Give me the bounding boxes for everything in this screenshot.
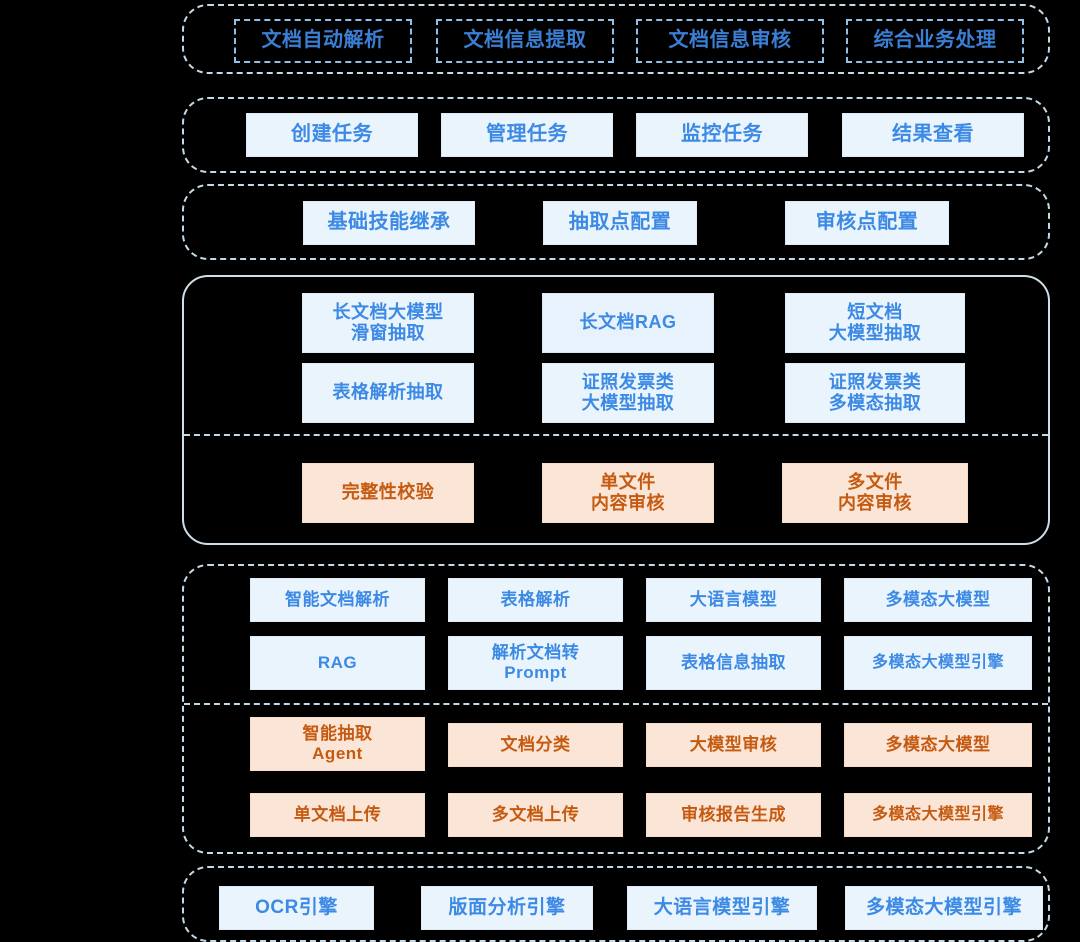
layer-capability: 长文档大模型 滑窗抽取 长文档RAG 短文档 大模型抽取 表格解析抽取 证照发票… (182, 275, 1050, 545)
node-engine-0[interactable]: OCR引擎 (219, 886, 374, 930)
node-extraction-1-0[interactable]: 表格解析抽取 (302, 363, 474, 423)
layer-scenario: 文档自动解析 文档信息提取 文档信息审核 综合业务处理 (182, 4, 1050, 74)
node-comp-blue-1-0[interactable]: RAG (250, 636, 425, 690)
node-comp-blue-1-2[interactable]: 表格信息抽取 (646, 636, 821, 690)
node-comp-orange-1-0[interactable]: 单文档上传 (250, 793, 425, 837)
layer-task: 创建任务 管理任务 监控任务 结果查看 (182, 97, 1050, 173)
node-scenario-3[interactable]: 综合业务处理 (846, 19, 1024, 63)
node-comp-orange-0-3[interactable]: 多模态大模型 (844, 723, 1032, 767)
node-task-3[interactable]: 结果查看 (842, 113, 1024, 157)
node-task-0[interactable]: 创建任务 (246, 113, 418, 157)
node-task-2[interactable]: 监控任务 (636, 113, 808, 157)
node-comp-blue-1-3[interactable]: 多模态大模型引擎 (844, 636, 1032, 690)
node-engine-2[interactable]: 大语言模型引擎 (627, 886, 817, 930)
node-comp-blue-0-2[interactable]: 大语言模型 (646, 578, 821, 622)
node-comp-blue-0-0[interactable]: 智能文档解析 (250, 578, 425, 622)
node-review-0[interactable]: 完整性校验 (302, 463, 474, 523)
node-config-1[interactable]: 抽取点配置 (543, 201, 697, 245)
node-extraction-0-1[interactable]: 长文档RAG (542, 293, 714, 353)
node-scenario-0[interactable]: 文档自动解析 (234, 19, 412, 63)
node-comp-blue-0-1[interactable]: 表格解析 (448, 578, 623, 622)
node-comp-orange-0-1[interactable]: 文档分类 (448, 723, 623, 767)
node-scenario-1[interactable]: 文档信息提取 (436, 19, 614, 63)
node-engine-1[interactable]: 版面分析引擎 (421, 886, 593, 930)
node-task-1[interactable]: 管理任务 (441, 113, 613, 157)
node-comp-orange-1-3[interactable]: 多模态大模型引擎 (844, 793, 1032, 837)
node-extraction-0-0[interactable]: 长文档大模型 滑窗抽取 (302, 293, 474, 353)
layer-engine: OCR引擎 版面分析引擎 大语言模型引擎 多模态大模型引擎 (182, 866, 1050, 942)
node-engine-3[interactable]: 多模态大模型引擎 (845, 886, 1043, 930)
component-divider (184, 703, 1048, 705)
node-comp-orange-0-0[interactable]: 智能抽取 Agent (250, 717, 425, 771)
node-extraction-1-2[interactable]: 证照发票类 多模态抽取 (785, 363, 965, 423)
layer-config: 基础技能继承 抽取点配置 审核点配置 (182, 184, 1050, 260)
node-comp-orange-0-2[interactable]: 大模型审核 (646, 723, 821, 767)
node-comp-blue-0-3[interactable]: 多模态大模型 (844, 578, 1032, 622)
node-review-2[interactable]: 多文件 内容审核 (782, 463, 968, 523)
node-extraction-1-1[interactable]: 证照发票类 大模型抽取 (542, 363, 714, 423)
layer-component: 智能文档解析 表格解析 大语言模型 多模态大模型 RAG 解析文档转 Promp… (182, 564, 1050, 854)
node-config-0[interactable]: 基础技能继承 (303, 201, 475, 245)
node-comp-orange-1-2[interactable]: 审核报告生成 (646, 793, 821, 837)
node-scenario-2[interactable]: 文档信息审核 (636, 19, 824, 63)
node-comp-orange-1-1[interactable]: 多文档上传 (448, 793, 623, 837)
node-config-2[interactable]: 审核点配置 (785, 201, 949, 245)
node-extraction-0-2[interactable]: 短文档 大模型抽取 (785, 293, 965, 353)
node-review-1[interactable]: 单文件 内容审核 (542, 463, 714, 523)
node-comp-blue-1-1[interactable]: 解析文档转 Prompt (448, 636, 623, 690)
capability-divider (184, 434, 1048, 436)
